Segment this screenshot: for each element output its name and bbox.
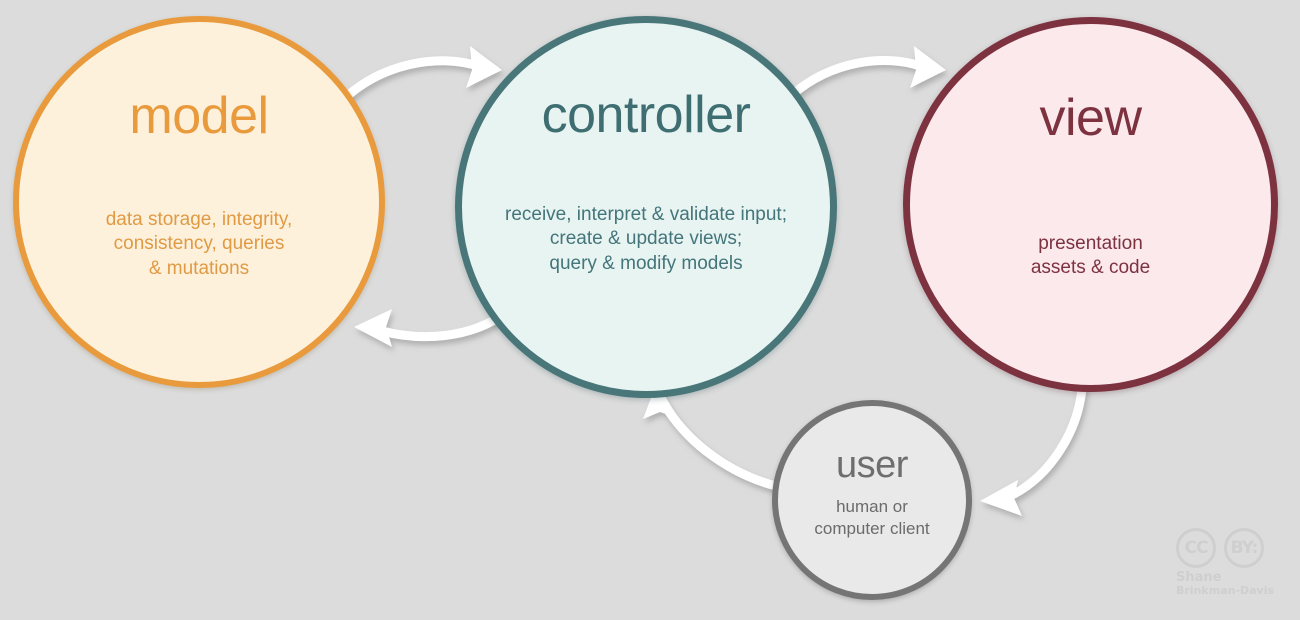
arrow-user-to-controller xyxy=(643,382,781,491)
node-model[interactable]: model data storage, integrity, consisten… xyxy=(13,16,385,388)
node-view[interactable]: view presentation assets & code xyxy=(903,17,1278,392)
node-view-title: view xyxy=(1039,89,1142,147)
author-attribution: Shane Brinkman-Davis xyxy=(1176,571,1286,596)
author-last-name: Brinkman-Davis xyxy=(1176,583,1275,597)
attribution-by-icon: BY: xyxy=(1224,528,1264,568)
node-model-title: model xyxy=(129,87,269,145)
arrow-controller-to-view xyxy=(788,46,946,99)
node-model-description: data storage, integrity, consistency, qu… xyxy=(105,209,293,279)
creative-commons-icon: CC xyxy=(1176,528,1216,568)
arrow-model-to-controller xyxy=(340,46,502,103)
node-user-title: user xyxy=(836,444,908,486)
node-controller[interactable]: controller receive, interpret & validate… xyxy=(455,16,837,398)
arrow-view-to-user xyxy=(980,383,1087,516)
creative-commons-marks: CC BY: xyxy=(1176,528,1286,568)
author-first-name: Shane xyxy=(1176,570,1222,585)
node-controller-title: controller xyxy=(541,86,751,144)
license-badge: CC BY: Shane Brinkman-Davis xyxy=(1176,528,1286,608)
arrow-controller-to-model xyxy=(354,308,510,347)
node-user[interactable]: user human or computer client xyxy=(772,400,972,600)
node-controller-description: receive, interpret & validate input; cre… xyxy=(505,204,787,274)
node-view-description: presentation assets & code xyxy=(1030,233,1151,279)
node-user-description: human or computer client xyxy=(814,497,930,538)
